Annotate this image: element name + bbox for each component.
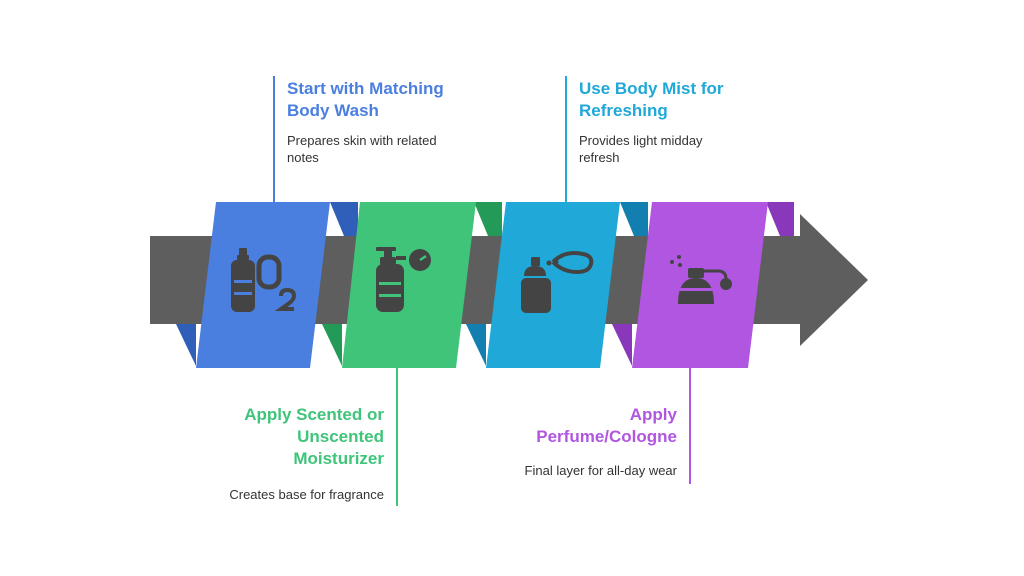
step-2-description: Creates base for fragrance — [190, 486, 384, 503]
step-panel-2 — [342, 202, 476, 368]
spray-can-icon — [521, 251, 594, 313]
connector-line-1 — [273, 76, 275, 202]
step-1-desc-line1: Prepares skin with related — [287, 133, 437, 148]
step-3-desc-line2: refresh — [579, 150, 620, 165]
step-3-title-line2: Refreshing — [579, 101, 668, 120]
step-1-description: Prepares skin with related notes — [287, 132, 507, 166]
step-2-callout: Apply Scented or Unscented Moisturizer C… — [190, 404, 384, 503]
step-3-description: Provides light midday refresh — [579, 132, 799, 166]
perfume-atomizer-icon — [670, 255, 732, 304]
step-1-desc-line2: notes — [287, 150, 319, 165]
step-2-title-line3: Moisturizer — [293, 449, 384, 468]
step-4-description: Final layer for all-day wear — [470, 462, 677, 479]
fold-3-top — [620, 202, 648, 236]
step-4-desc-line1: Final layer for all-day wear — [524, 463, 677, 478]
fold-2-top — [474, 202, 502, 236]
fold-2-bottom — [322, 324, 342, 366]
connector-line-3 — [565, 76, 567, 202]
fold-1-top — [330, 202, 358, 236]
step-1-title-line1: Start with Matching — [287, 79, 444, 98]
fold-4-bottom — [612, 324, 632, 366]
step-2-title-line2: Unscented — [297, 427, 384, 446]
step-4-title-line2: Perfume/Cologne — [536, 427, 677, 446]
step-3-callout: Use Body Mist for Refreshing Provides li… — [579, 78, 799, 166]
step-4-callout: Apply Perfume/Cologne Final layer for al… — [470, 404, 677, 479]
step-2-desc-line1: Creates base for fragrance — [229, 487, 384, 502]
step-panel-3 — [486, 202, 620, 368]
step-3-title-line1: Use Body Mist for — [579, 79, 724, 98]
step-3-desc-line1: Provides light midday — [579, 133, 703, 148]
step-1-title-line2: Body Wash — [287, 101, 379, 120]
step-1-title: Start with Matching Body Wash — [287, 78, 507, 122]
step-2-title: Apply Scented or Unscented Moisturizer — [190, 404, 384, 470]
connector-line-4 — [689, 368, 691, 484]
step-3-title: Use Body Mist for Refreshing — [579, 78, 799, 122]
fold-1-bottom — [176, 324, 196, 366]
connector-line-2 — [396, 368, 398, 506]
pump-bottle-icon — [376, 247, 431, 312]
step-2-title-line1: Apply Scented or — [244, 405, 384, 424]
step-4-title: Apply Perfume/Cologne — [470, 404, 677, 448]
step-4-title-line1: Apply — [629, 405, 677, 424]
fold-3-bottom — [466, 324, 486, 366]
oxygen-bottle-icon — [231, 248, 297, 312]
step-1-callout: Start with Matching Body Wash Prepares s… — [287, 78, 507, 166]
fold-4-top — [766, 202, 794, 236]
arrow-head — [800, 214, 868, 346]
